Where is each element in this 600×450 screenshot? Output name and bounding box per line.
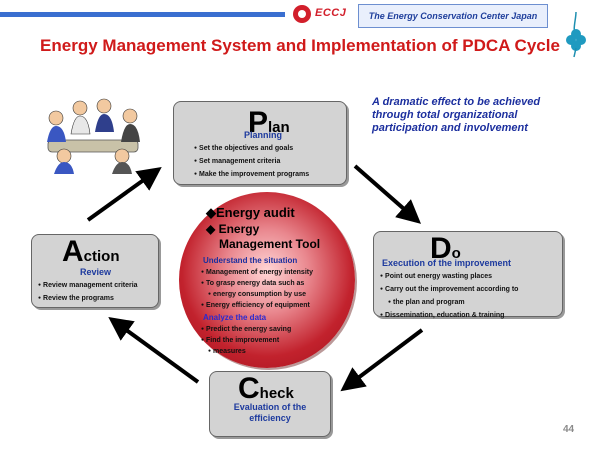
plan-letter: P [248, 106, 269, 139]
clover-icon [566, 11, 586, 58]
center-section-1-title: Understand the situation [203, 256, 298, 265]
plan-subtitle: Planning [244, 130, 282, 140]
action-box: Action Review Review management criteria… [31, 234, 159, 308]
list-item: Dissemination, education & training [380, 309, 518, 322]
action-word: ction [83, 248, 120, 265]
check-word: heck [259, 385, 294, 402]
center-heading-2b: Management Tool [219, 237, 321, 251]
list-item: Point out energy wasting places [380, 270, 518, 283]
center-heading-energy-audit: ◆Energy audit [206, 205, 295, 221]
list-item: measures [201, 346, 291, 357]
action-subtitle: Review [80, 267, 112, 277]
action-letter: A [62, 235, 84, 268]
action-list: Review management criteria Review the pr… [38, 279, 138, 305]
meeting-people-illustration [47, 98, 140, 174]
do-word: o [451, 245, 461, 262]
check-subtitle-line-2: efficiency [249, 413, 291, 423]
do-box: Do Execution of the improvement Point ou… [373, 231, 563, 319]
logo-text: ECCJ [315, 7, 347, 19]
page-number: 44 [563, 424, 575, 435]
list-item: Find the improvement [201, 335, 291, 346]
logo-icon [293, 5, 311, 23]
do-list: Point out energy wasting places Carry ou… [380, 270, 518, 322]
arrow-action-to-plan [86, 166, 162, 222]
center-section-1-list: Management of energy intensity To grasp … [201, 267, 313, 311]
diamond-icon: ◆ [206, 205, 216, 220]
check-box: Check Evaluation of the efficiency [209, 371, 331, 437]
plan-word: lan [268, 119, 290, 136]
arrow-plan-to-do [353, 164, 422, 224]
do-letter: D [430, 232, 452, 265]
list-item: Review the programs [38, 292, 138, 305]
organization-banner: The Energy Conservation Center Japan [358, 4, 548, 28]
list-item: Management of energy intensity [201, 267, 313, 278]
eccj-logo: ECCJ [293, 5, 355, 23]
center-heading-tool: ◆ Energy [206, 222, 259, 236]
list-item: Set the objectives and goals [194, 142, 309, 155]
plan-list: Set the objectives and goals Set managem… [194, 142, 309, 181]
list-item: the plan and program [380, 296, 518, 309]
tagline: A dramatic effect to be achieved through… [372, 96, 541, 134]
slide-title: Energy Management System and Implementat… [40, 36, 560, 55]
list-item: Carry out the improvement according to [380, 283, 518, 296]
check-subtitle-line-1: Evaluation of the [233, 402, 307, 412]
center-heading-2a: Energy [218, 222, 260, 236]
list-item: Set management criteria [194, 155, 309, 168]
list-item: Energy efficiency of equipment [201, 300, 313, 311]
list-item: To grasp energy data such as [201, 278, 313, 289]
plan-box: Plan Planning Set the objectives and goa… [173, 101, 347, 185]
center-section-2-title: Analyze the data [203, 313, 267, 322]
list-item: energy consumption by use [201, 289, 313, 300]
center-heading-1: Energy audit [216, 205, 295, 220]
list-item: Predict the energy saving [201, 324, 291, 335]
arrow-check-to-action [108, 316, 200, 384]
diamond-icon: ◆ [206, 222, 216, 236]
check-letter: C [238, 372, 260, 405]
list-item: Make the improvement programs [194, 168, 309, 181]
center-section-2-list: Predict the energy saving Find the impro… [201, 324, 291, 357]
header-rule [0, 12, 285, 17]
list-item: Review management criteria [38, 279, 138, 292]
do-subtitle: Execution of the improvement [382, 258, 512, 268]
arrow-do-to-check [340, 328, 424, 392]
